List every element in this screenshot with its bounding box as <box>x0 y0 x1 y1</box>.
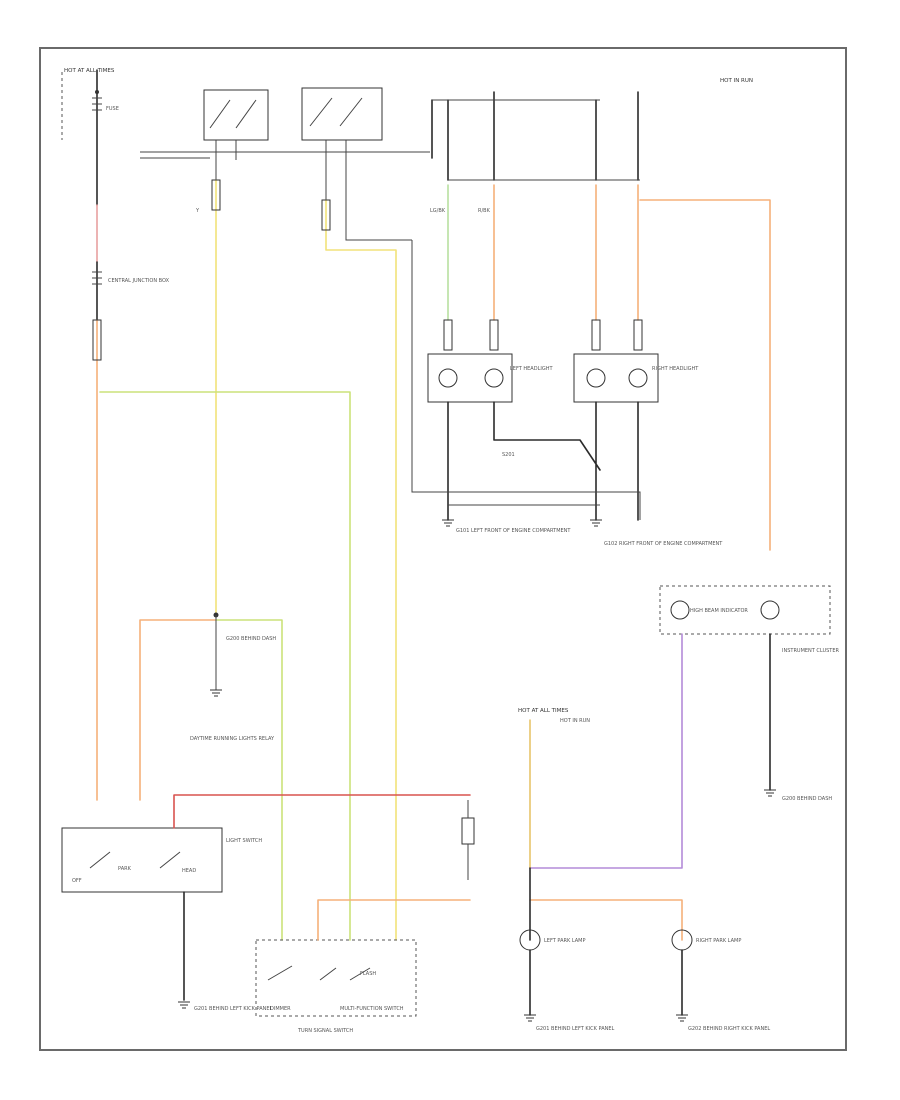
ground-bottom-left: G201 BEHIND LEFT KICK PANEL <box>194 1006 273 1012</box>
instrument-cluster: HIGH BEAM INDICATOR INSTRUMENT CLUSTER G… <box>529 585 840 869</box>
hot-at-all-times-bottom: HOT AT ALL TIMES <box>518 708 569 714</box>
svg-text:G202 BEHIND RIGHT KICK PANEL: G202 BEHIND RIGHT KICK PANEL <box>688 1026 770 1032</box>
daytime-relay-label: DAYTIME RUNNING LIGHTS RELAY <box>190 736 275 742</box>
central-junction-box-label: CENTRAL JUNCTION BOX <box>108 278 170 284</box>
svg-text:DIMMER: DIMMER <box>270 1006 291 1012</box>
fuse-label-top: FUSE <box>106 106 119 112</box>
svg-text:OFF: OFF <box>72 878 82 884</box>
right-headlight: RIGHT HEADLIGHT <box>573 353 699 403</box>
light-switch: LIGHT SWITCH PARK HEAD OFF DAYTIME RUNNI… <box>61 736 475 1012</box>
wire-tag-y: Y <box>195 208 200 214</box>
svg-text:PARK: PARK <box>118 866 132 872</box>
headlight-feed-wires: LG/BK R/BK <box>430 184 771 551</box>
center-splice: G200 BEHIND DASH <box>139 612 283 941</box>
left-headlight: LEFT HEADLIGHT <box>427 353 553 403</box>
ground-left-front: G101 LEFT FRONT OF ENGINE COMPARTMENT <box>456 528 571 534</box>
ground-right-front: G102 RIGHT FRONT OF ENGINE COMPARTMENT <box>604 541 723 547</box>
svg-text:TURN SIGNAL SWITCH: TURN SIGNAL SWITCH <box>297 1028 353 1034</box>
svg-text:RIGHT HEADLIGHT: RIGHT HEADLIGHT <box>652 366 699 372</box>
svg-text:MULTI-FUNCTION SWITCH: MULTI-FUNCTION SWITCH <box>340 1006 404 1012</box>
hot-at-all-times-top: HOT AT ALL TIMES <box>64 68 115 74</box>
hot-in-run-bottom: HOT IN RUN <box>560 718 590 724</box>
top-left-power-feed: HOT AT ALL TIMES FUSE CENTRAL JUNCTION B… <box>61 68 170 801</box>
svg-text:INSTRUMENT CLUSTER: INSTRUMENT CLUSTER <box>782 648 840 654</box>
diagram-frame <box>39 47 847 1051</box>
green-wire-left <box>99 391 351 941</box>
svg-text:LEFT HEADLIGHT: LEFT HEADLIGHT <box>510 366 553 372</box>
hot-in-run-top-right: HOT IN RUN <box>720 78 753 84</box>
svg-text:G200 BEHIND DASH: G200 BEHIND DASH <box>782 796 832 802</box>
headlight-ground-wiring: G101 LEFT FRONT OF ENGINE COMPARTMENT G1… <box>411 240 723 547</box>
splice-label: S201 <box>502 452 515 458</box>
wire-tag-r-bk: R/BK <box>478 208 491 214</box>
turn-signal-switch: DIMMER MULTI-FUNCTION SWITCH TURN SIGNAL… <box>255 899 471 1034</box>
svg-text:HIGH BEAM INDICATOR: HIGH BEAM INDICATOR <box>690 608 748 614</box>
relay-output-wires: Y <box>195 179 412 941</box>
svg-text:LEFT PARK LAMP: LEFT PARK LAMP <box>544 938 585 944</box>
svg-text:HEAD: HEAD <box>182 868 196 874</box>
top-relays <box>140 87 640 200</box>
wire-tag-lg-bk: LG/BK <box>430 208 446 214</box>
park-lamp-circuit: HOT AT ALL TIMES HOT IN RUN LEFT PARK LA… <box>518 708 770 1032</box>
ground-center: G200 BEHIND DASH <box>226 636 276 642</box>
svg-text:G201 BEHIND LEFT KICK PANEL: G201 BEHIND LEFT KICK PANEL <box>536 1026 615 1032</box>
svg-text:RIGHT PARK LAMP: RIGHT PARK LAMP <box>696 938 741 944</box>
svg-text:FLASH: FLASH <box>360 971 376 977</box>
svg-text:LIGHT SWITCH: LIGHT SWITCH <box>226 838 262 844</box>
